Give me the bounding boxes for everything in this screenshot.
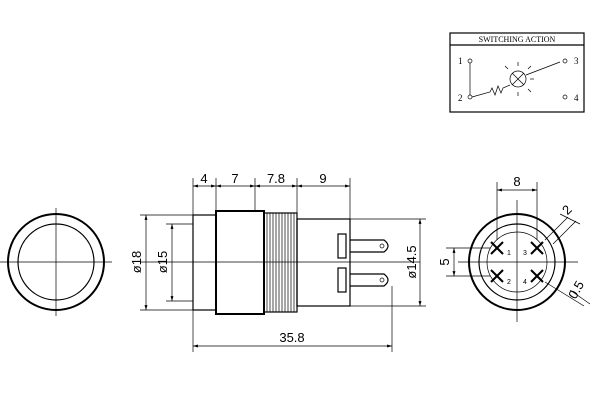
dim-pin-pitch-v: 5 xyxy=(437,258,452,265)
back-label-2: 2 xyxy=(507,279,511,286)
back-view: 1 2 3 4 xyxy=(458,200,578,322)
back-pin-1 xyxy=(490,241,504,255)
pin-upper-stub xyxy=(337,233,347,259)
terminal-1 xyxy=(467,58,473,64)
dim-total-length: 35.8 xyxy=(279,330,304,345)
dim-pin-width: 2 xyxy=(559,202,575,218)
dim-dia-inner: ø15 xyxy=(155,251,170,273)
switching-action-title: SWITCHING ACTION xyxy=(479,35,556,44)
dim-dia-body: ø14.5 xyxy=(404,245,419,278)
switching-action-box: SWITCHING ACTION 1 2 3 4 xyxy=(449,32,585,113)
terminal-3 xyxy=(562,58,568,64)
dim-seg4: 9 xyxy=(319,171,326,186)
back-label-1: 1 xyxy=(507,250,511,257)
dim-pin-thickness: 0.5 xyxy=(565,278,587,301)
terminal-2 xyxy=(467,94,473,100)
dim-dia-outer: ø18 xyxy=(129,251,144,273)
front-view xyxy=(0,208,112,316)
back-pin-3 xyxy=(530,241,544,255)
terminal-label-1: 1 xyxy=(458,56,463,66)
knurl-lines xyxy=(266,213,295,312)
dim-seg3: 7.8 xyxy=(267,171,285,186)
back-label-4: 4 xyxy=(523,279,527,286)
dim-seg2: 7 xyxy=(231,171,238,186)
back-pin-2 xyxy=(490,269,504,283)
terminal-label-3: 3 xyxy=(574,56,579,66)
pin-upper xyxy=(350,239,389,253)
resistor-icon xyxy=(471,84,511,98)
side-view xyxy=(140,210,420,315)
dim-pin-pitch-h: 8 xyxy=(513,174,520,189)
dim-seg1: 4 xyxy=(200,171,207,186)
back-pin-4 xyxy=(530,269,544,283)
terminal-label-2: 2 xyxy=(458,93,463,103)
terminal-label-4: 4 xyxy=(574,93,579,103)
side-dimensions: 4 7 7.8 9 35.8 ø18 ø15 ø14.5 xyxy=(129,171,426,352)
pin-lower xyxy=(350,273,389,287)
pin-lower-stub xyxy=(337,267,347,293)
back-label-3: 3 xyxy=(523,250,527,257)
back-dimensions: 8 5 2 0.5 xyxy=(437,174,591,307)
terminal-4 xyxy=(562,94,568,100)
lamp-icon xyxy=(504,62,534,96)
